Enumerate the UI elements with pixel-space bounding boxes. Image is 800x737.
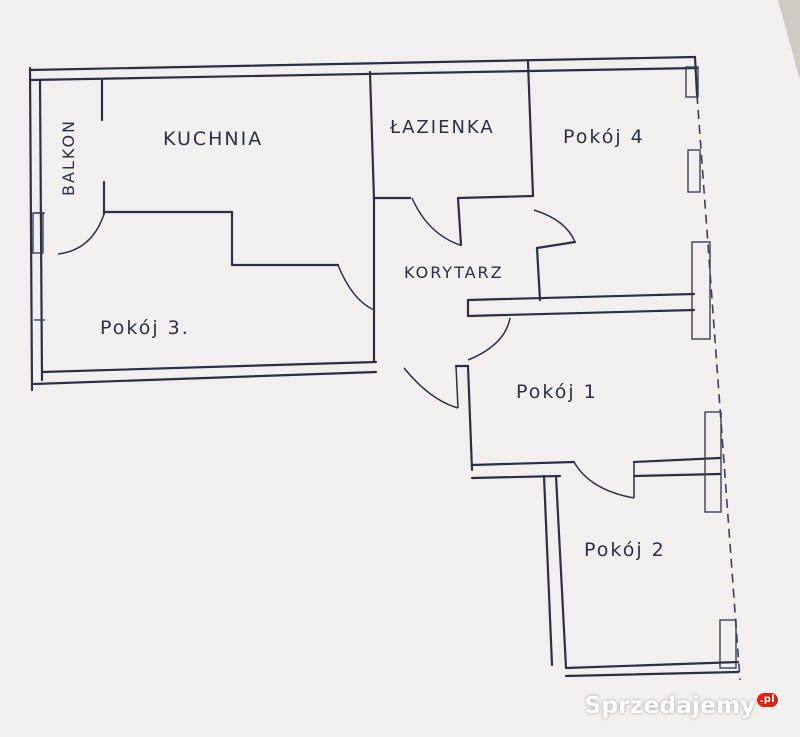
outer-walls [28, 55, 741, 681]
room4-walls [535, 66, 711, 340]
label-lazienka: ŁAZIENKA [389, 117, 495, 138]
label-kuchnia: KUCHNIA [163, 128, 263, 150]
label-korytarz: KORYTARZ [404, 263, 504, 282]
sprzedajemy-watermark: Sprzedajemy.pl [585, 693, 778, 719]
room3-walls [32, 319, 378, 386]
label-pokoj1: Pokój 1 [516, 381, 598, 403]
watermark-brand: Sprzedajemy [584, 693, 756, 719]
bathroom-walls [372, 60, 535, 247]
kitchen-walls [32, 70, 376, 364]
label-pokoj2: Pokój 2 [584, 539, 666, 561]
paper-shadow [778, 0, 800, 80]
corridor-walls [466, 292, 696, 318]
label-pokoj4: Pokój 4 [563, 126, 645, 148]
door-swings [57, 197, 635, 499]
room1-walls [454, 364, 722, 513]
watermark-tld: .pl [756, 693, 778, 707]
label-balkon: BALKON [59, 119, 78, 196]
label-pokoj3: Pokój 3. [100, 317, 190, 339]
room2-walls [542, 474, 740, 678]
